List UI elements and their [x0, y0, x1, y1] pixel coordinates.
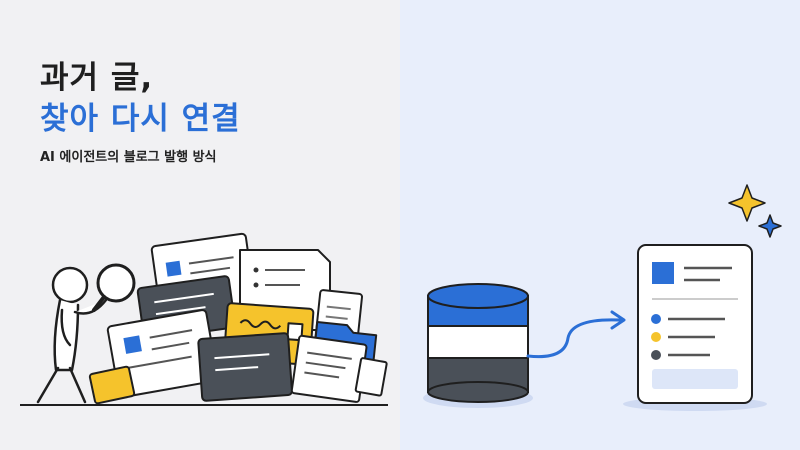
- person-figure: [36, 266, 108, 404]
- arrow-icon: [526, 318, 622, 359]
- headline-line-1: 과거 글,: [40, 60, 154, 96]
- folder-icon: [88, 365, 136, 405]
- sparkle-icon: [728, 184, 782, 238]
- document-icon: [197, 332, 293, 402]
- arrow-head-icon: [610, 310, 626, 330]
- database-icon: [423, 283, 533, 408]
- document-card: [623, 244, 767, 411]
- subtitle: AI 에이전트의 블로그 발행 방식: [40, 150, 217, 165]
- document-icon: [290, 334, 368, 403]
- headline-line-2: 찾아 다시 연결: [40, 101, 241, 137]
- document-icon: [354, 357, 388, 397]
- magnifier-icon: [92, 263, 136, 312]
- document-icon: [106, 309, 219, 399]
- document-pile: [88, 232, 388, 405]
